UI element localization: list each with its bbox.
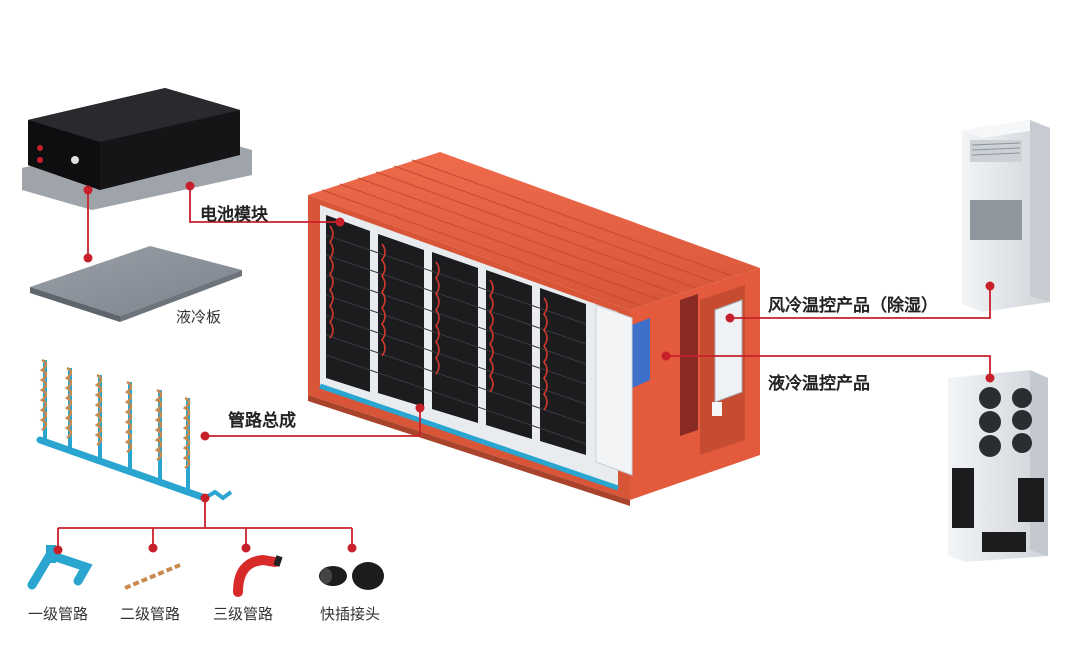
label-air-cooling: 风冷温控产品（除湿） (768, 296, 938, 316)
liquid-cooling-unit-image (948, 370, 1048, 562)
label-pipe-level3: 三级管路 (213, 605, 274, 623)
label-pipe-level2: 二级管路 (120, 605, 181, 623)
callout-lines (57, 186, 991, 550)
label-battery-module: 电池模块 (200, 205, 268, 225)
cooling-plate-image (30, 246, 242, 322)
pipe-level2-image (124, 563, 181, 590)
container-image (308, 152, 760, 506)
label-liquid-cooling: 液冷温控产品 (768, 374, 870, 394)
battery-module-image (22, 88, 252, 210)
label-cooling-plate: 液冷板 (176, 308, 222, 326)
label-pipe-level1: 一级管路 (28, 605, 89, 623)
pipe-level1-image (27, 545, 93, 590)
label-pipe-assembly: 管路总成 (228, 411, 296, 431)
air-cooling-unit-image (962, 120, 1050, 312)
callout-dots (53, 181, 995, 555)
quick-connector-image (319, 562, 384, 590)
pipe-level3-image (233, 554, 283, 597)
pipe-assembly-image (36, 358, 233, 502)
label-quick-connector: 快插接头 (320, 605, 381, 623)
